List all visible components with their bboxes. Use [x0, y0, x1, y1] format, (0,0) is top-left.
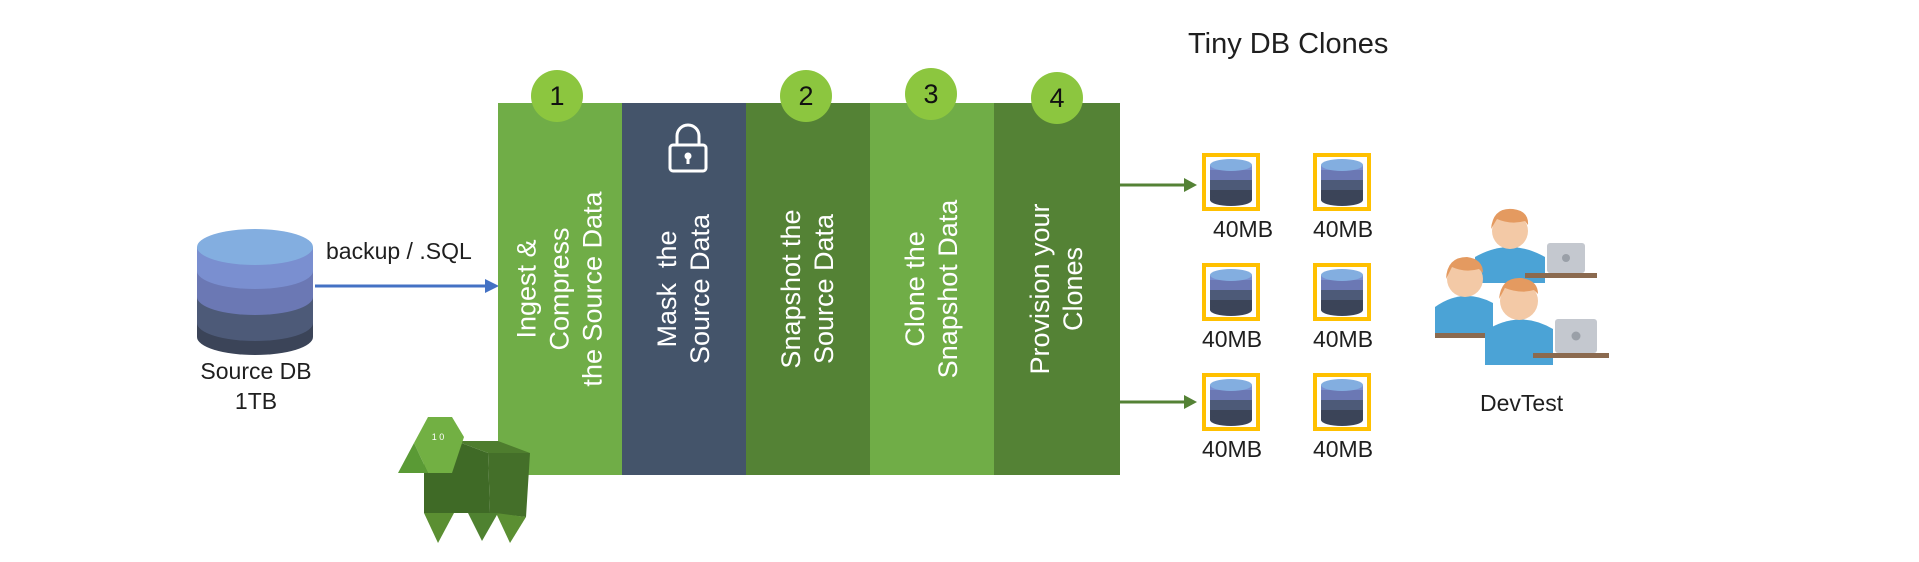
devtest-users-icon — [1435, 208, 1609, 365]
source-db-size: 1TB — [234, 388, 278, 414]
clone-size-label: 40MB — [1312, 436, 1374, 462]
step-badge-2: 2 — [780, 70, 832, 122]
clone-db-icon — [1313, 153, 1371, 211]
step-badge-1: 1 — [531, 70, 583, 122]
step-snapshot-label: Snapshot the Source Data — [776, 209, 839, 369]
source-db-icon — [197, 229, 313, 355]
step-mask: Mask the Source Data — [622, 103, 746, 475]
diagram-title: Tiny DB Clones — [1188, 28, 1389, 60]
clone-db-icon — [1202, 263, 1260, 321]
step-snapshot: Snapshot the Source Data — [746, 103, 870, 475]
step-badge-4: 4 — [1031, 72, 1083, 124]
step-ingest-label: Ingest & Compress the Source Data — [511, 191, 608, 387]
step-clone-label: Clone the Snapshot Data — [900, 199, 963, 379]
step-mask-label: Mask the Source Data — [652, 213, 715, 365]
step-badge-3: 3 — [905, 68, 957, 120]
turtle-mascot-icon: 1 0 — [398, 417, 530, 543]
clone-db-icon — [1202, 153, 1260, 211]
clone-db-icon — [1202, 373, 1260, 431]
clone-size-label: 40MB — [1312, 326, 1374, 352]
backup-label: backup / .SQL — [326, 238, 472, 264]
clone-size-label: 40MB — [1201, 436, 1263, 462]
source-db-name: Source DB — [200, 358, 312, 384]
backup-arrow — [315, 279, 499, 293]
clone-db-icon — [1313, 373, 1371, 431]
clone-size-label: 40MB — [1212, 216, 1274, 242]
step-clone: Clone the Snapshot Data — [870, 103, 994, 475]
output-arrow-top — [1118, 178, 1197, 192]
step-ingest: Ingest & Compress the Source Data — [498, 103, 622, 475]
clone-size-label: 40MB — [1201, 326, 1263, 352]
lock-icon — [668, 123, 708, 173]
output-arrow-bottom — [1118, 395, 1197, 409]
devtest-label: DevTest — [1480, 390, 1564, 416]
mascot-text: 1 0 — [432, 432, 445, 442]
step-provision: Provision your Clones — [994, 103, 1120, 475]
clone-db-icon — [1313, 263, 1371, 321]
step-provision-label: Provision your Clones — [1025, 203, 1088, 375]
clone-size-label: 40MB — [1312, 216, 1374, 242]
